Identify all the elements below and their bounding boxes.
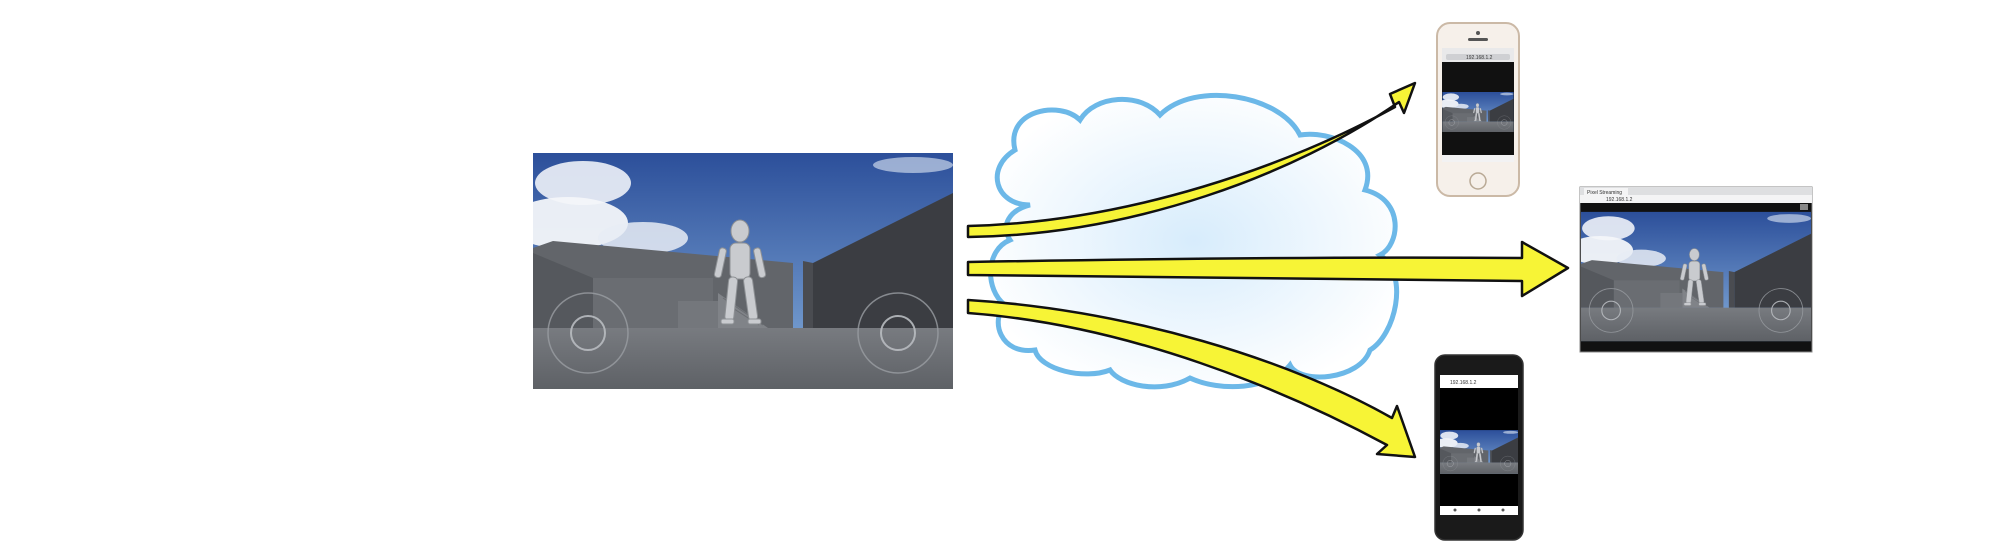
arrow-to-iphone: [966, 81, 1417, 239]
browser-address-text: 192.168.1.2: [1606, 197, 1633, 203]
browser-device: Pixel Streaming 192.168.1.2: [1579, 186, 1813, 353]
source-game-view: [533, 153, 953, 389]
arrow-icon: [966, 81, 1417, 239]
iphone-device: 192.168.1.2: [1436, 22, 1520, 197]
iphone-address-text: 192.168.1.2: [1466, 55, 1493, 61]
arrow-to-android: [966, 298, 1417, 459]
arrow-icon: [966, 240, 1570, 298]
arrow-to-browser: [966, 240, 1570, 298]
android-address-text: 192.168.1.2: [1450, 380, 1477, 386]
android-device: 192.168.1.2: [1434, 354, 1524, 541]
arrow-icon: [966, 298, 1417, 459]
browser-tab-text: Pixel Streaming: [1587, 190, 1622, 196]
